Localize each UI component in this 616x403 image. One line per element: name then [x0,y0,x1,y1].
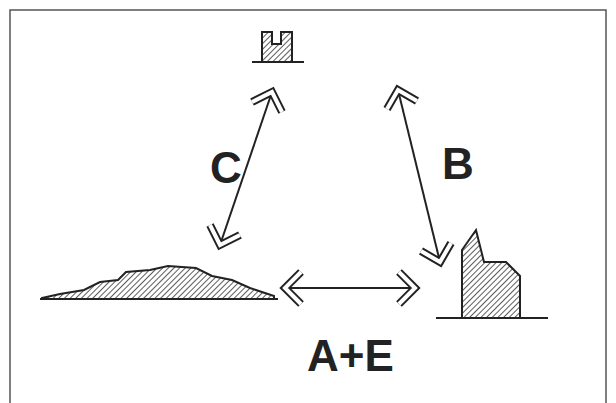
frame [10,10,606,403]
tower-sketch [252,32,304,62]
route-label: B [442,142,474,186]
arrow-head [210,90,451,304]
route-label: A+E [307,334,394,378]
church-sketch [436,230,548,318]
hill-sketch [40,266,278,299]
route-label: C [210,146,242,190]
arrow-line [220,90,440,288]
